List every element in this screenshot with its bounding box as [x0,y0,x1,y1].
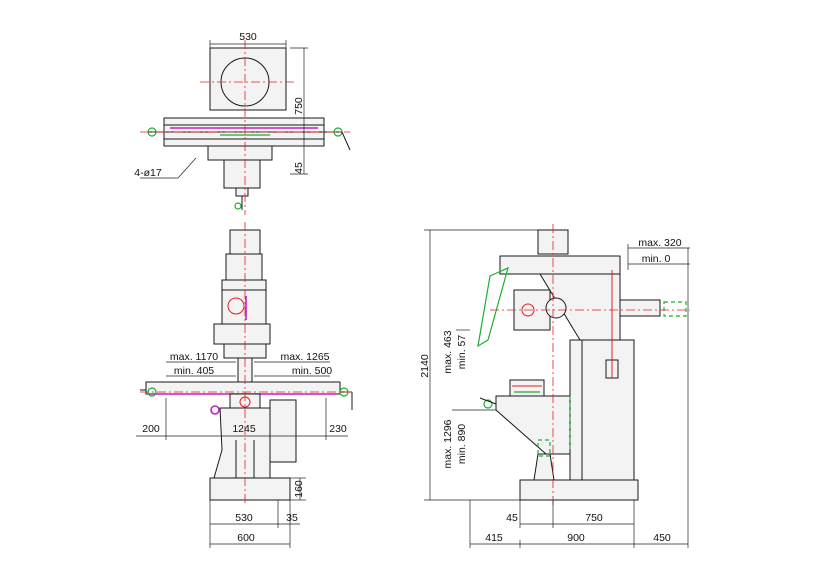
side-dim-750: 750 [585,512,603,524]
front-base [209,477,291,501]
side-overall-height: 2140 [419,354,431,378]
side-ram-extension [663,301,687,317]
front-travel-right-max: max. 1265 [280,351,329,363]
front-base-width-inner: 530 [235,512,253,524]
front-base-height: 160 [293,480,305,498]
front-base-width: 600 [237,532,255,544]
side-knee-handwheel-icon [483,399,493,409]
front-base-step: 35 [286,512,298,524]
side-turret [539,273,621,341]
side-ram-max: max. 320 [638,237,681,249]
side-table [509,379,545,397]
side-guard [477,266,509,348]
side-knee-max: max. 1296 [442,419,454,468]
front-ram-adapter [213,323,271,345]
side-dim-450: 450 [653,532,671,544]
top-front-handwheel-icon [234,202,242,210]
side-spindle-max: max. 463 [442,330,454,373]
side-knee [495,395,571,455]
front-motor [225,253,263,281]
front-overhang-right: 230 [329,423,347,435]
side-base [519,479,639,501]
side-dim-900: 900 [567,532,585,544]
side-spindle-min: min. 57 [456,335,468,370]
side-column [569,339,635,481]
top-knee [223,159,261,189]
front-travel-left-min: min. 405 [174,365,214,377]
front-travel-right-min: min. 500 [292,365,332,377]
side-dim-45: 45 [506,512,518,524]
side-view: 2140 max. 463 min. 57 max. 1296 min. 890… [419,224,690,548]
top-saddle [207,145,273,161]
front-travel-left-max: max. 1170 [170,351,218,363]
side-dim-415: 415 [485,532,503,544]
side-ram-min: min. 0 [642,253,671,265]
front-table-length: 1245 [232,423,256,435]
top-view: 530 750 45 4-ø17 [134,31,351,215]
front-view: max. 1170 min. 405 max. 1265 min. 500 12… [136,222,353,548]
side-knee-min: min. 890 [456,424,468,464]
front-column-side [269,399,297,463]
side-ram [499,255,621,275]
top-hole-note: 4-ø17 [134,167,162,179]
top-dim-offset: 45 [293,162,305,174]
top-dim-height: 750 [293,97,305,115]
front-overhang-left: 200 [142,423,160,435]
top-dim-width: 530 [239,31,257,43]
front-knee [213,407,271,479]
